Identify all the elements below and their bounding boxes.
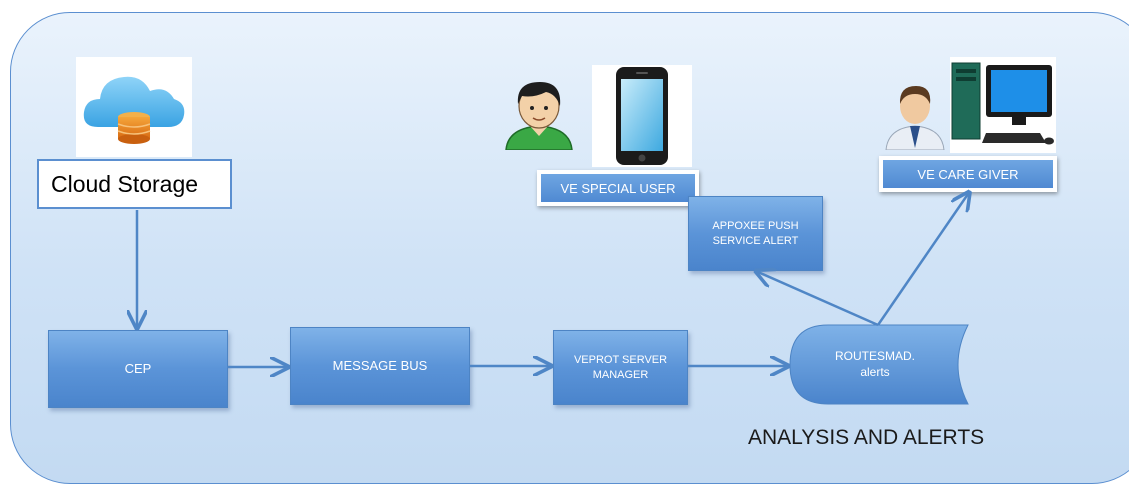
care-giver-label: VE CARE GIVER	[883, 160, 1053, 188]
smartphone-image	[592, 65, 692, 167]
special-user-avatar	[500, 76, 578, 151]
appoxee-push-service-node: APPOXEE PUSH SERVICE ALERT	[688, 196, 823, 271]
footer-title: ANALYSIS AND ALERTS	[748, 426, 985, 449]
cloud-database-icon	[83, 76, 185, 144]
special-user-label: VE SPECIAL USER	[541, 174, 695, 202]
care-giver-avatar	[884, 78, 946, 151]
veprot-server-manager-node: VEPROT SERVER MANAGER	[553, 330, 688, 405]
desktop-computer-icon	[951, 62, 1054, 145]
cloud-storage-label: Cloud Storage	[37, 159, 232, 209]
message-bus-node: MESSAGE BUS	[290, 327, 470, 405]
cep-node: CEP	[48, 330, 228, 408]
special-user-label-box: VE SPECIAL USER	[537, 170, 699, 206]
user-avatar-icon	[505, 82, 573, 151]
routes-alerts-node: ROUTESMAD. alerts	[834, 349, 915, 379]
smartphone-icon	[616, 67, 668, 165]
care-giver-label-box: VE CARE GIVER	[879, 156, 1057, 192]
businessman-icon	[885, 86, 945, 151]
cloud-storage-image	[76, 57, 192, 157]
desktop-computer-image	[950, 57, 1056, 153]
